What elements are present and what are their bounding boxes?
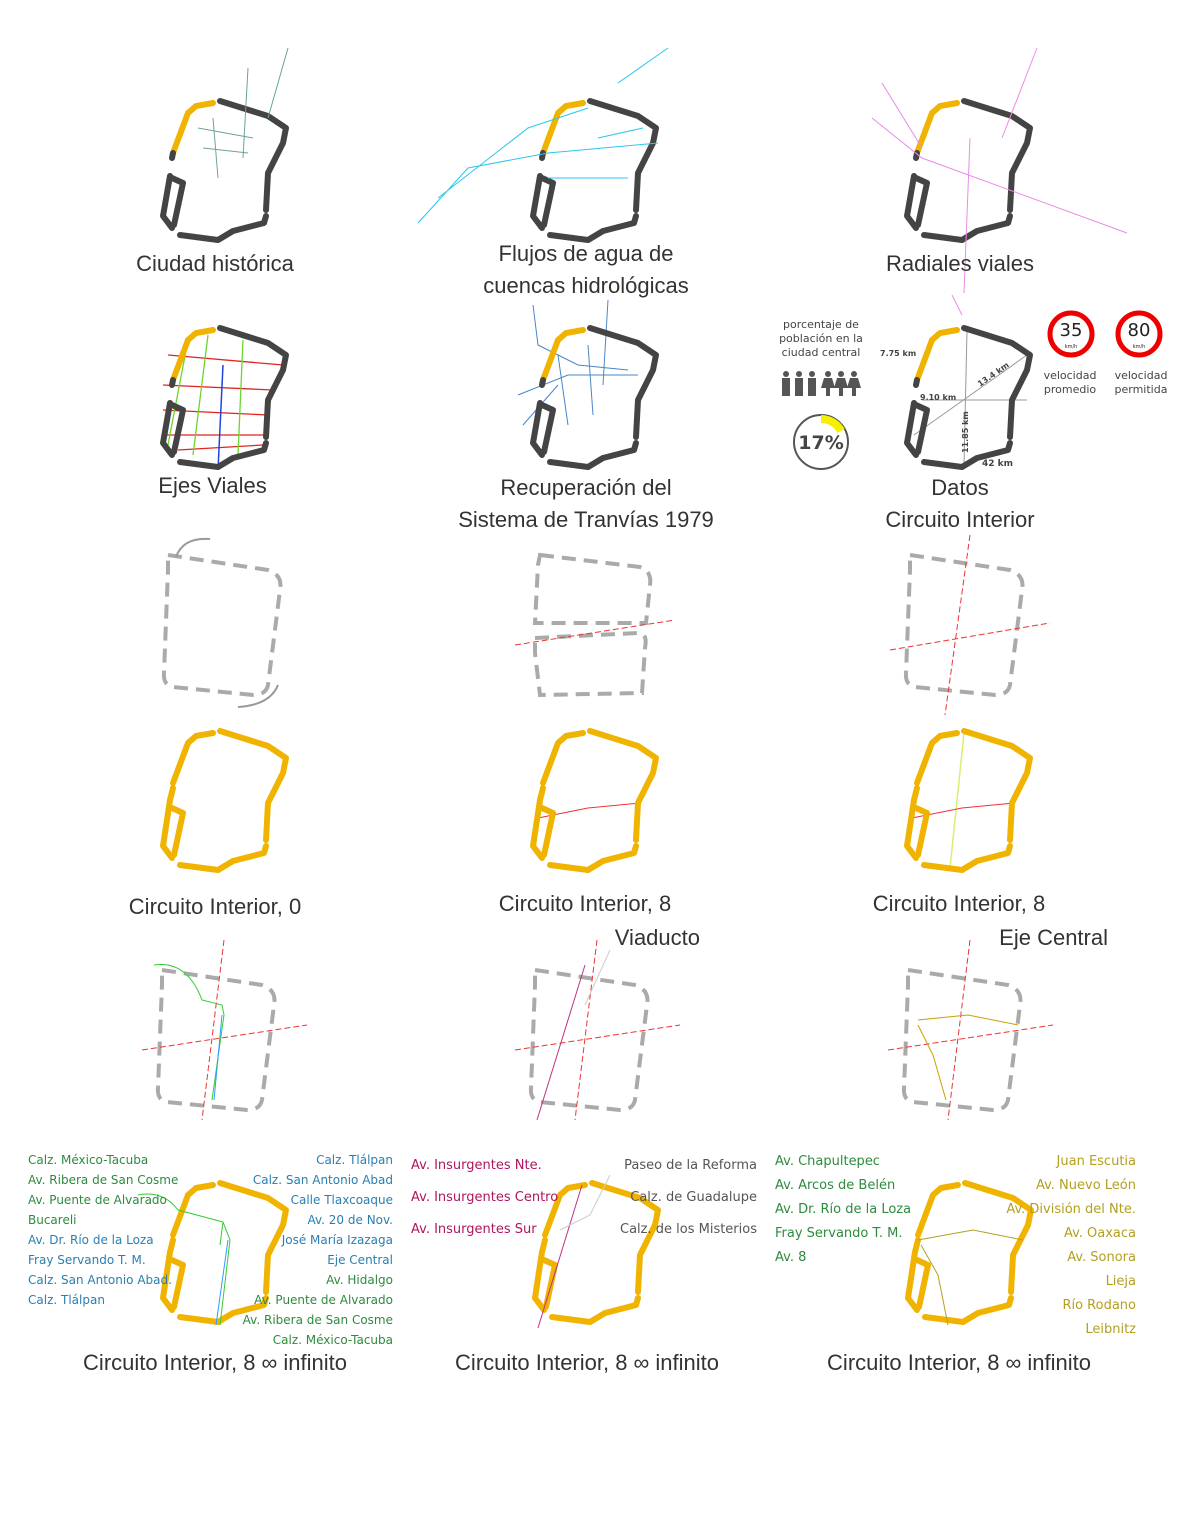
street-label: Av. 8 — [775, 1250, 807, 1265]
street-label: Calz. San Antonio Abad — [252, 1173, 393, 1187]
title-datos-1: Datos — [931, 475, 989, 500]
speed2-label: velocidad permitida — [1114, 369, 1168, 396]
dim-42: 42 km — [982, 459, 1013, 469]
street-label: Av. Ribera de San Cosme — [242, 1313, 393, 1327]
street-label: Calz. San Antonio Abad. — [28, 1273, 172, 1287]
dashed-cross-2 — [514, 939, 681, 1121]
list-2-left: Av. Insurgentes Nte. Av. Insurgentes Cent… — [411, 1150, 558, 1246]
map-ejes-viales — [163, 328, 286, 471]
map-datos: 7.75 km 9.10 km 13.4 km 11.85 km 42 km — [880, 294, 1030, 469]
map-tranvias — [517, 299, 656, 467]
street-label: Av. Hidalgo — [326, 1273, 393, 1287]
title-eje-central: Eje Central — [999, 925, 1108, 950]
yellow-circuit-eje-central — [907, 731, 1030, 870]
people-icons — [782, 371, 861, 396]
dim-9-10: 9.10 km — [920, 393, 956, 402]
street-label: Av. División del Nte. — [1006, 1202, 1136, 1217]
street-label: Lieja — [1105, 1274, 1136, 1289]
street-label: Paseo de la Reforma — [624, 1158, 757, 1173]
speed2-unit: km/h — [1133, 344, 1146, 350]
street-label: Eje Central — [327, 1253, 393, 1267]
title-circuito-0: Circuito Interior, 0 — [128, 894, 302, 919]
title-datos-2: Circuito Interior — [885, 507, 1035, 532]
route-circuit-1 — [137, 1183, 286, 1326]
title-flujos-1: Flujos de agua de — [498, 241, 674, 266]
route-circuit-3 — [908, 1183, 1031, 1326]
street-label: Calz. de Guadalupe — [630, 1190, 757, 1205]
street-label: Río Rodano — [1062, 1298, 1136, 1313]
street-label: Av. Dr. Río de la Loza — [28, 1233, 154, 1247]
map-ciudad-historica — [163, 47, 288, 240]
title-radiales: Radiales viales — [886, 251, 1034, 276]
street-label: Av. 20 de Nov. — [307, 1213, 393, 1227]
percent-value: 17% — [798, 432, 843, 454]
title-viaducto: Viaducto — [614, 925, 700, 950]
street-label: Av. Chapultepec — [775, 1154, 880, 1169]
dim-7-75: 7.75 km — [880, 349, 916, 358]
title-infinito-1: Circuito Interior, 8 ∞ infinito — [83, 1350, 347, 1375]
title-tranvias-2: Sistema de Tranvías 1979 — [458, 507, 714, 532]
street-label: Av. Nuevo León — [1035, 1178, 1136, 1193]
street-label: Av. Insurgentes Centro — [411, 1190, 559, 1205]
street-label: Av. Insurgentes Nte. — [411, 1158, 542, 1173]
street-label: Calle Tlaxcoaque — [290, 1193, 393, 1207]
dashed-circuit-0 — [161, 537, 283, 708]
street-label: Av. Puente de Alvarado — [254, 1293, 393, 1307]
street-label: Leibnitz — [1085, 1322, 1136, 1337]
speed-sign-35: 35 km/h — [1047, 310, 1095, 358]
title-tranvias-1: Recuperación del — [500, 475, 672, 500]
street-label: Calz. Tlálpan — [316, 1153, 393, 1167]
title-circuito-8b: Circuito Interior, 8 — [872, 891, 1046, 916]
street-label: Av. Insurgentes Sur — [411, 1222, 537, 1237]
title-ciudad-historica: Ciudad histórica — [136, 251, 294, 276]
speed1-value: 35 — [1060, 320, 1083, 341]
dashed-circuit-viaducto — [514, 553, 676, 698]
title-infinito-2: Circuito Interior, 8 ∞ infinito — [455, 1350, 719, 1375]
street-label: Bucareli — [28, 1213, 77, 1227]
dashed-cross-1 — [141, 939, 308, 1121]
route-circuit-2 — [535, 1174, 658, 1329]
street-label: Calz. de los Misterios — [620, 1222, 757, 1237]
street-label: Av. Ribera de San Cosme — [28, 1173, 179, 1187]
street-label: Av. Sonora — [1067, 1250, 1136, 1265]
dim-13-4: 13.4 km — [976, 361, 1011, 389]
title-infinito-3: Circuito Interior, 8 ∞ infinito — [827, 1350, 1091, 1375]
map-radiales-viales — [871, 47, 1128, 294]
street-label: Calz. México-Tacuba — [272, 1333, 393, 1347]
dashed-circuit-eje-central — [889, 534, 1051, 716]
title-circuito-8a: Circuito Interior, 8 — [498, 891, 672, 916]
population-label: porcentaje de población en la ciudad cen… — [779, 318, 863, 359]
map-flujos-agua — [417, 47, 669, 240]
speed-sign-80: 80 km/h — [1115, 310, 1163, 358]
percent-gauge: 17% — [793, 414, 849, 470]
street-label: Av. Dr. Río de la Loza — [775, 1202, 912, 1217]
speed1-label: velocidad promedio — [1043, 369, 1097, 396]
yellow-circuit-0 — [163, 731, 286, 870]
yellow-circuit-viaducto — [533, 731, 656, 870]
street-label: Av. Arcos de Belén — [775, 1178, 896, 1193]
title-flujos-2: cuencas hidrológicas — [483, 273, 689, 298]
dashed-cross-3 — [887, 939, 1054, 1121]
street-label: Av. Puente de Alvarado — [28, 1193, 167, 1207]
speed1-unit: km/h — [1065, 344, 1078, 350]
street-label: José María Izazaga — [281, 1233, 393, 1247]
speed2-value: 80 — [1128, 320, 1151, 341]
street-label: Calz. México-Tacuba — [28, 1153, 149, 1167]
street-label: Fray Servando T. M. — [775, 1226, 903, 1241]
dim-11-85: 11.85 km — [961, 411, 970, 453]
title-ejes: Ejes Viales — [158, 473, 267, 498]
street-label: Fray Servando T. M. — [28, 1253, 146, 1267]
street-label: Av. Oaxaca — [1063, 1226, 1136, 1241]
street-label: Calz. Tlálpan — [28, 1293, 105, 1307]
street-label: Juan Escutia — [1056, 1154, 1136, 1169]
